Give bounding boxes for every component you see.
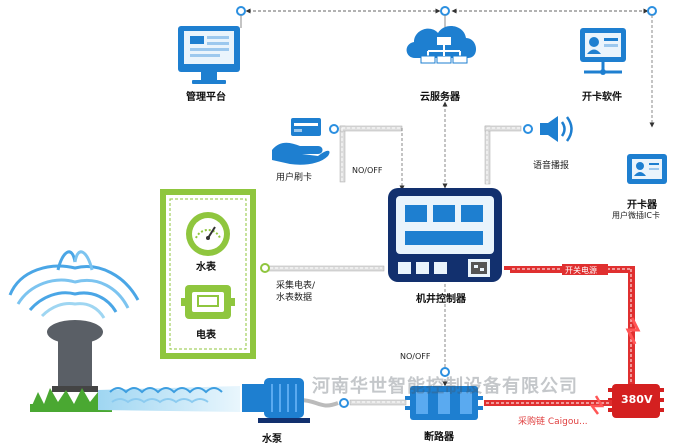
management-label: 管理平台 [186,92,226,103]
voice-label: 语音播报 [533,161,570,171]
sprinkler-icon [8,250,140,412]
electric-meter-icon [181,285,235,319]
card-reader-icon [627,154,667,184]
link-node [236,6,246,16]
monitor-icon [178,26,240,84]
water-flow [98,386,240,412]
controller-label: 机井控制器 [416,294,466,305]
power-source-icon [608,384,664,418]
card-software-label: 开卡软件 [582,92,622,103]
link-node [329,124,339,134]
link-node [647,6,657,16]
card-reader-label: 开卡器 [627,200,657,211]
cloud-icon [406,25,477,64]
controller-icon [388,188,502,282]
controller-breaker-link [440,284,450,387]
meter-data-label: 采集电表/ 水表数据 [276,281,316,303]
card-reader-sub-label: 用户微插IC卡 [612,211,660,220]
breaker-icon [405,386,483,420]
breaker-label: 断路器 [424,432,454,443]
speaker-icon [540,116,573,142]
card-signal-label: NO/OFF [352,166,383,175]
top-link [236,6,657,128]
switch-power-label: 开关电源 [565,266,597,275]
power-label: 380V [621,393,653,406]
watermark-site: 采购链 Caigou... [518,417,588,427]
hand-card-icon [272,118,330,165]
breaker-signal-label: NO/OFF [400,352,431,361]
pump-label: 水泵 [262,434,282,445]
voice-link [484,124,533,185]
card-software-icon [580,28,626,75]
link-node [440,6,450,16]
water-meter-label: 水表 [196,262,216,273]
breaker-pump-link [299,398,407,408]
user-card-link [329,124,405,191]
electric-meter-label: 电表 [196,330,216,341]
link-node [260,263,270,273]
meter-data-link [260,263,385,273]
link-node [523,124,533,134]
user-card-label: 用户刷卡 [276,173,313,183]
watermark-company: 河南华世智能控制设备有限公司 [312,376,578,397]
link-node [339,398,349,408]
power-link [504,264,641,384]
cloud-label: 云服务器 [420,92,460,103]
water-meter-icon [186,212,230,256]
pump-icon [242,378,310,423]
power-breaker-link [484,395,612,415]
link-node [440,367,450,377]
